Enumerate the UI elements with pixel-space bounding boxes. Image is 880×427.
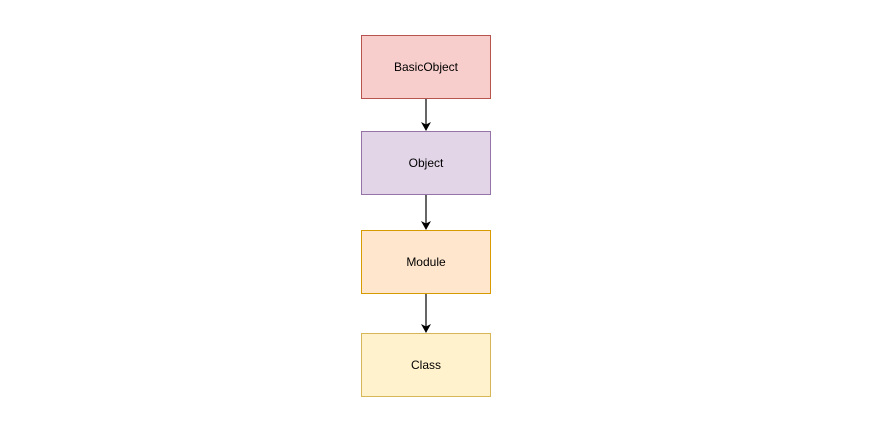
node-module: Module (361, 230, 491, 294)
node-label: Module (406, 255, 446, 269)
node-basicobject: BasicObject (361, 35, 491, 99)
node-object: Object (361, 131, 491, 195)
node-class: Class (361, 333, 491, 397)
node-label: Object (408, 156, 444, 170)
node-label: BasicObject (393, 60, 459, 74)
node-label: Class (410, 358, 441, 372)
